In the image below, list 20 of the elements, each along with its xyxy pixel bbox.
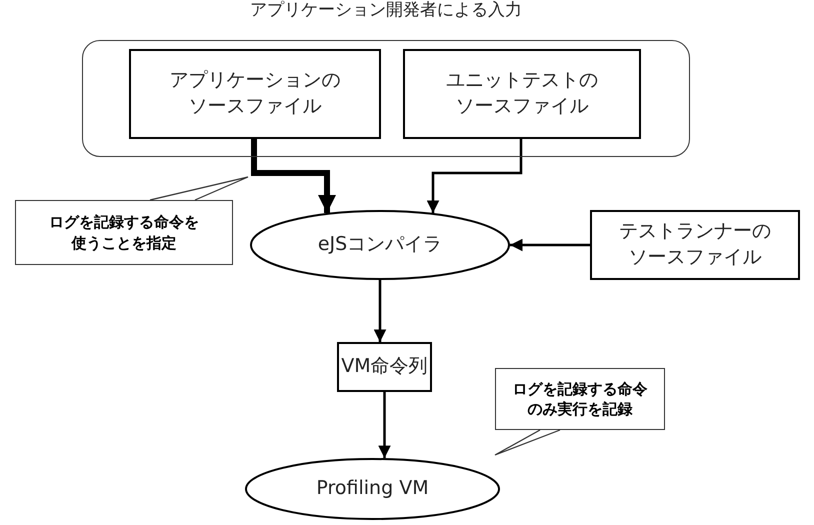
node-label: Profiling VM: [316, 476, 429, 502]
process-ellipse: [250, 210, 510, 280]
node-label: テストランナーのソースファイル: [618, 219, 772, 270]
node-label: ログを記録する命令を使うことを指定: [48, 212, 200, 253]
process-ellipse: [245, 458, 500, 520]
node-label: ログを記録する命令のみ実行を記録: [512, 378, 648, 420]
process-box: [403, 49, 641, 139]
arrow: [510, 238, 590, 252]
node-label: ユニットテストのソースファイル: [445, 68, 599, 119]
node-label: アプリケーションのソースファイル: [168, 68, 342, 119]
arrow: [378, 392, 391, 458]
arrow: [426, 138, 522, 214]
process-box: [129, 49, 381, 139]
node-label: eJSコンパイラ: [318, 232, 442, 258]
arrow: [374, 280, 386, 342]
node-label: VM命令列: [341, 354, 428, 380]
arrow: [251, 138, 336, 214]
group-heading: アプリケーション開発者による入力: [249, 0, 523, 22]
process-box: [590, 210, 800, 280]
process-box: [337, 342, 432, 392]
